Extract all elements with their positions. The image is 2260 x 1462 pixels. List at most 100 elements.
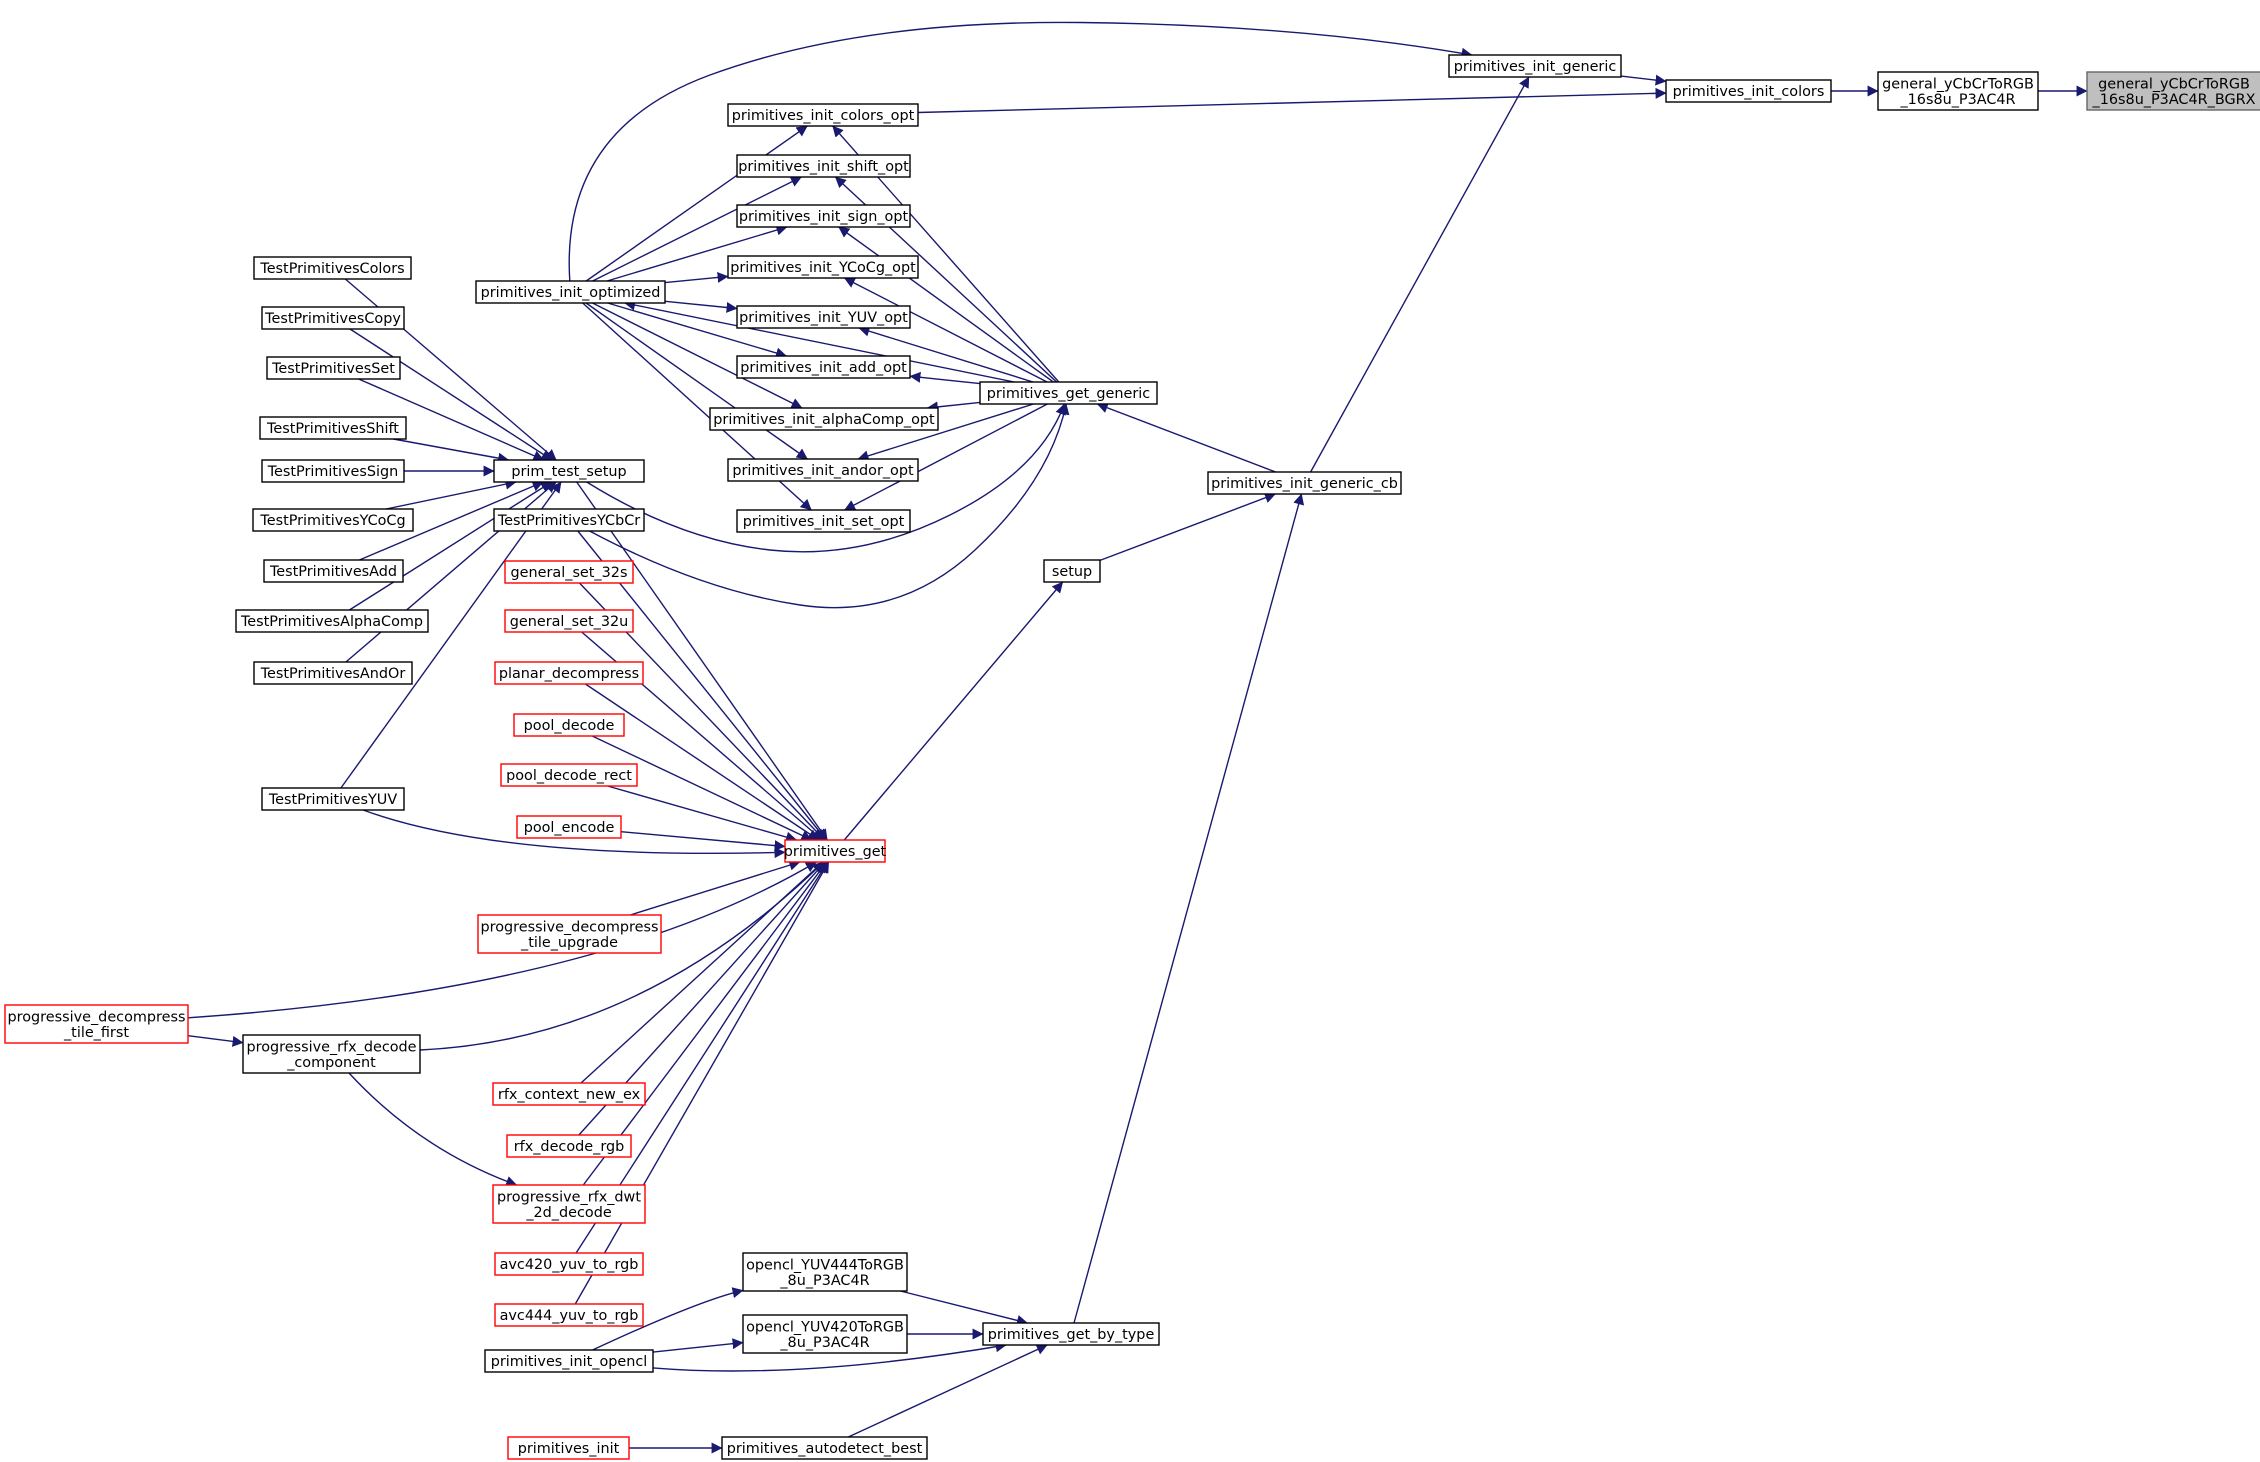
node-box bbox=[493, 508, 645, 532]
node-box bbox=[492, 1082, 646, 1106]
node-box bbox=[477, 914, 662, 954]
graph-node-gs32u[interactable]: general_set_32u bbox=[504, 609, 634, 633]
graph-node-tycocg[interactable]: TestPrimitivesYCoCg bbox=[252, 508, 414, 532]
graph-node-avc420[interactable]: avc420_yuv_to_rgb bbox=[494, 1252, 644, 1276]
graph-node-pisg[interactable]: primitives_init_sign_opt bbox=[736, 204, 911, 228]
graph-node-tset[interactable]: TestPrimitivesSet bbox=[266, 356, 401, 380]
graph-node-tycbcr[interactable]: TestPrimitivesYCbCr bbox=[493, 508, 645, 532]
graph-node-talpha[interactable]: TestPrimitivesAlphaComp bbox=[235, 609, 429, 633]
edge-pio-to-pis bbox=[592, 176, 802, 282]
node-label: primitives_init_YUV_opt bbox=[739, 310, 908, 326]
node-label: avc444_yuv_to_rgb bbox=[500, 1308, 639, 1324]
graph-node-g16[interactable]: general_yCbCrToRGB_16s8u_P3AC4R bbox=[1877, 71, 2039, 111]
graph-node-pgbt[interactable]: primitives_get_by_type bbox=[982, 1322, 1160, 1346]
graph-node-tadd[interactable]: TestPrimitivesAdd bbox=[263, 559, 404, 583]
node-box bbox=[2086, 71, 2260, 111]
graph-node-pig[interactable]: primitives_init_generic bbox=[1448, 54, 1622, 78]
node-label: _16s8u_P3AC4R bbox=[1899, 92, 2015, 108]
graph-node-tcol[interactable]: TestPrimitivesColors bbox=[253, 256, 412, 280]
edge-tadd-to-pts bbox=[359, 481, 544, 561]
edge-pgg-to-pisg bbox=[838, 226, 1054, 383]
node-label: general_set_32s bbox=[511, 565, 628, 581]
graph-node-avc444[interactable]: avc444_yuv_to_rgb bbox=[494, 1303, 644, 1327]
graph-node-pis[interactable]: primitives_init_shift_opt bbox=[736, 154, 911, 178]
node-box bbox=[494, 1303, 644, 1327]
graph-node-pico[interactable]: primitives_init_colors_opt bbox=[727, 103, 919, 127]
node-box bbox=[253, 256, 412, 280]
graph-node-pio[interactable]: primitives_init_optimized bbox=[475, 280, 666, 304]
graph-node-prdc[interactable]: progressive_rfx_decode_component bbox=[242, 1034, 421, 1074]
node-label: general_set_32u bbox=[510, 614, 629, 630]
graph-node-rfxrgb[interactable]: rfx_decode_rgb bbox=[506, 1134, 632, 1158]
node-box bbox=[475, 280, 666, 304]
node-label: opencl_YUV444ToRGB bbox=[746, 1257, 904, 1273]
edge-pdec-to-pget bbox=[591, 735, 813, 841]
node-label: TestPrimitivesColors bbox=[259, 261, 404, 277]
graph-node-piao[interactable]: primitives_init_andor_opt bbox=[727, 458, 919, 482]
graph-node-plan[interactable]: planar_decompress bbox=[494, 661, 644, 685]
graph-node-piac[interactable]: primitives_init_alphaComp_opt bbox=[709, 407, 939, 431]
node-label: primitives_init_generic bbox=[1454, 59, 1617, 75]
node-box bbox=[736, 305, 911, 329]
graph-node-ocl444[interactable]: opencl_YUV444ToRGB_8u_P3AC4R bbox=[742, 1252, 908, 1292]
graph-node-pad[interactable]: primitives_autodetect_best bbox=[721, 1436, 928, 1460]
graph-node-penc[interactable]: pool_encode bbox=[516, 815, 622, 839]
graph-node-pdec[interactable]: pool_decode bbox=[513, 713, 625, 737]
edge-pico-to-pic bbox=[917, 87, 1667, 114]
edge-pio-to-pig bbox=[568, 21, 1473, 282]
edge-pig-to-pic bbox=[1620, 74, 1667, 86]
graph-node-ocl420[interactable]: opencl_YUV420ToRGB_8u_P3AC4R bbox=[742, 1314, 908, 1354]
node-label: rfx_decode_rgb bbox=[514, 1139, 625, 1155]
edge-pdtf-to-pget bbox=[187, 861, 817, 1019]
node-label: _8u_P3AC4R bbox=[779, 1335, 869, 1351]
graph-node-piyuv[interactable]: primitives_init_YUV_opt bbox=[736, 305, 911, 329]
node-label: primitives_init_andor_opt bbox=[732, 463, 914, 479]
node-label: TestPrimitivesAdd bbox=[269, 564, 397, 580]
node-box bbox=[492, 1184, 646, 1224]
edge-tycbcr-to-pgg bbox=[589, 403, 1070, 609]
graph-node-pdwt[interactable]: progressive_rfx_dwt_2d_decode bbox=[492, 1184, 646, 1224]
graph-node-pdecr[interactable]: pool_decode_rect bbox=[500, 763, 638, 787]
node-label: primitives_init_colors bbox=[1673, 84, 1825, 100]
node-label: primitives_get_generic bbox=[987, 386, 1150, 402]
graph-node-tandor[interactable]: TestPrimitivesAndOr bbox=[253, 661, 413, 685]
graph-node-rfxnew[interactable]: rfx_context_new_ex bbox=[492, 1082, 646, 1106]
graph-node-setup[interactable]: setup bbox=[1043, 559, 1101, 583]
graph-node-pigcb[interactable]: primitives_init_generic_cb bbox=[1207, 471, 1402, 495]
graph-node-pget[interactable]: primitives_get bbox=[784, 839, 887, 863]
graph-node-pia[interactable]: primitives_init_add_opt bbox=[736, 355, 911, 379]
graph-node-pdtf[interactable]: progressive_decompress_tile_first bbox=[4, 1004, 189, 1044]
node-box bbox=[979, 381, 1158, 405]
edge-plan-to-pget bbox=[585, 683, 820, 841]
edge-pgg-to-piao bbox=[857, 403, 1034, 462]
graph-node-tcopy[interactable]: TestPrimitivesCopy bbox=[261, 306, 405, 330]
graph-node-piocl[interactable]: primitives_init_opencl bbox=[484, 1349, 654, 1373]
node-label: setup bbox=[1052, 564, 1092, 580]
graph-node-piy[interactable]: primitives_init_YCoCg_opt bbox=[727, 255, 919, 279]
node-box bbox=[736, 509, 911, 533]
node-box bbox=[266, 356, 401, 380]
graph-node-pinit[interactable]: primitives_init bbox=[507, 1436, 630, 1460]
graph-node-piset[interactable]: primitives_init_set_opt bbox=[736, 509, 911, 533]
node-label: progressive_decompress bbox=[8, 1009, 186, 1025]
graph-node-pic[interactable]: primitives_init_colors bbox=[1665, 79, 1832, 103]
edge-pdwt-to-pget bbox=[582, 861, 828, 1186]
edge-tycocg-to-pts bbox=[385, 478, 517, 510]
edges-layer bbox=[187, 21, 2088, 1454]
graph-node-tsign[interactable]: TestPrimitivesSign bbox=[261, 459, 405, 483]
node-label: primitives_init_YCoCg_opt bbox=[730, 260, 916, 276]
graph-node-pgg[interactable]: primitives_get_generic bbox=[979, 381, 1158, 405]
graph-node-tyuv[interactable]: TestPrimitivesYUV bbox=[261, 787, 405, 811]
graph-node-tshift[interactable]: TestPrimitivesShift bbox=[259, 416, 407, 440]
graph-node-pdtu[interactable]: progressive_decompress_tile_upgrade bbox=[477, 914, 662, 954]
node-label: progressive_rfx_decode bbox=[246, 1039, 416, 1055]
node-box bbox=[506, 1134, 632, 1158]
node-box bbox=[727, 255, 919, 279]
node-box bbox=[504, 609, 634, 633]
edge-pgg-to-piac bbox=[926, 401, 981, 413]
graph-node-gs32s[interactable]: general_set_32s bbox=[504, 560, 634, 584]
node-label: _2d_decode bbox=[525, 1205, 612, 1221]
graph-node-pts[interactable]: prim_test_setup bbox=[493, 459, 645, 483]
graph-node-cur[interactable]: general_yCbCrToRGB_16s8u_P3AC4R_BGRX bbox=[2086, 71, 2260, 111]
edge-piocl-to-pgbt bbox=[652, 1341, 1007, 1372]
